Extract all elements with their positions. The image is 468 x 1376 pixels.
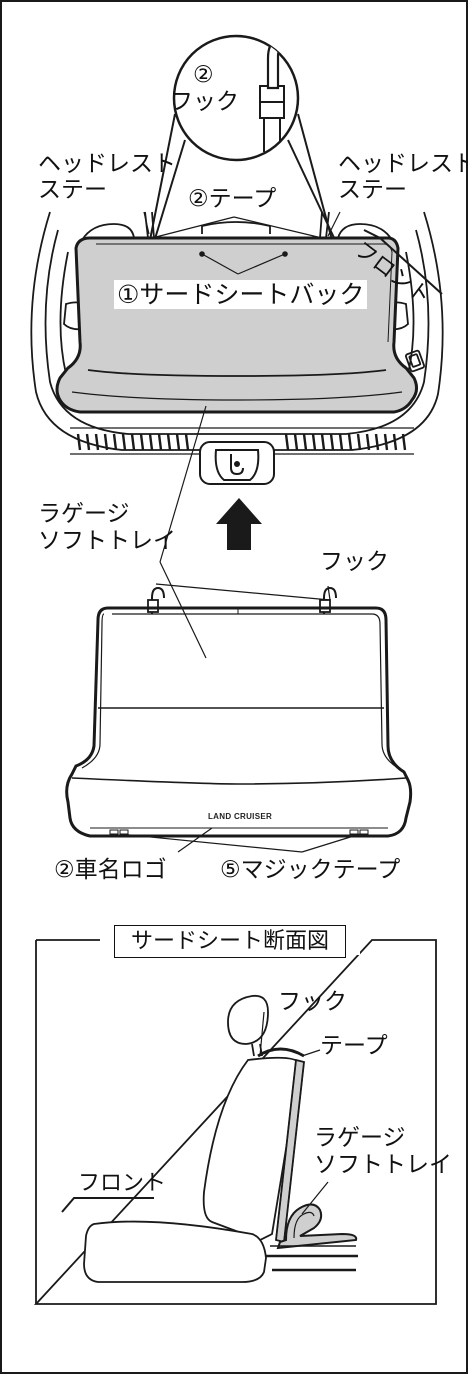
callout-hook-label: フック	[170, 89, 239, 115]
hook-label-bottom: フック	[320, 549, 389, 575]
vent-slat	[148, 433, 154, 451]
vent-slat	[302, 433, 308, 451]
vent-slat	[166, 433, 172, 451]
vent-slat	[130, 433, 136, 451]
vent-slat	[121, 433, 127, 451]
vent-slat	[284, 433, 290, 451]
callout-number: ②	[193, 62, 214, 88]
headrest-stay-left-line1: ヘッドレスト	[38, 151, 176, 177]
section-tape-label: テープ	[320, 1033, 388, 1059]
vent-slat	[76, 433, 82, 451]
section-tray-label-line1: ラゲージ	[314, 1125, 406, 1151]
section-title: サードシート断面図	[100, 923, 361, 958]
section-view-frame	[33, 939, 437, 1305]
headrest-stay-right-line2: ステー	[338, 177, 407, 203]
vent-slat	[338, 433, 344, 451]
car-logo-text: LAND CRUISER	[208, 812, 273, 821]
third-seat-back-label: ①サードシートバック	[114, 280, 368, 309]
vent-slat	[85, 433, 91, 451]
vent-slat	[175, 433, 181, 451]
tow-hook	[199, 441, 275, 485]
seat-cross-section	[83, 994, 358, 1283]
headrest-stay-right-line1: ヘッドレスト	[338, 151, 468, 177]
vent-slat	[311, 433, 317, 451]
section-front-label: フロント	[78, 1171, 167, 1196]
luggage-tray-flat	[65, 586, 413, 838]
tape-label-top: ②テープ	[188, 186, 277, 212]
section-leader-lines	[259, 1011, 329, 1215]
section-tray-label-line2: ソフトトレイ	[314, 1152, 452, 1178]
vent-slat	[103, 433, 109, 451]
luggage-tray-label-line2: ソフトトレイ	[38, 528, 176, 554]
vent-slat	[401, 433, 407, 451]
vent-slat	[112, 433, 118, 451]
vent-slat	[139, 433, 145, 451]
vent-slat	[293, 433, 299, 451]
car-logo-label: ②車名ロゴ	[54, 857, 167, 883]
front-arrow-top	[363, 229, 443, 295]
vent-slat	[320, 433, 326, 451]
vent-slat	[365, 433, 371, 451]
vent-slat	[94, 433, 100, 451]
luggage-tray-label-line1: ラゲージ	[38, 501, 130, 527]
section-hook-label: フック	[278, 989, 347, 1015]
headrest-stay-left-line2: ステー	[38, 177, 107, 203]
tape-leader-lines	[151, 216, 323, 275]
vent-slat	[374, 433, 380, 451]
tray-leader-lines	[155, 405, 331, 659]
vent-slat	[356, 433, 362, 451]
front-arrow-section	[61, 1197, 154, 1213]
vent-slat	[392, 433, 398, 451]
vent-slat	[157, 433, 163, 451]
bottom-leader-lines	[119, 827, 361, 853]
vent-slat	[184, 433, 190, 451]
vent-slat	[347, 433, 353, 451]
vent-slat	[383, 433, 389, 451]
vent-slat	[329, 433, 335, 451]
install-direction-arrow	[216, 498, 262, 550]
magic-tape-label: ⑤マジックテープ	[220, 857, 401, 883]
